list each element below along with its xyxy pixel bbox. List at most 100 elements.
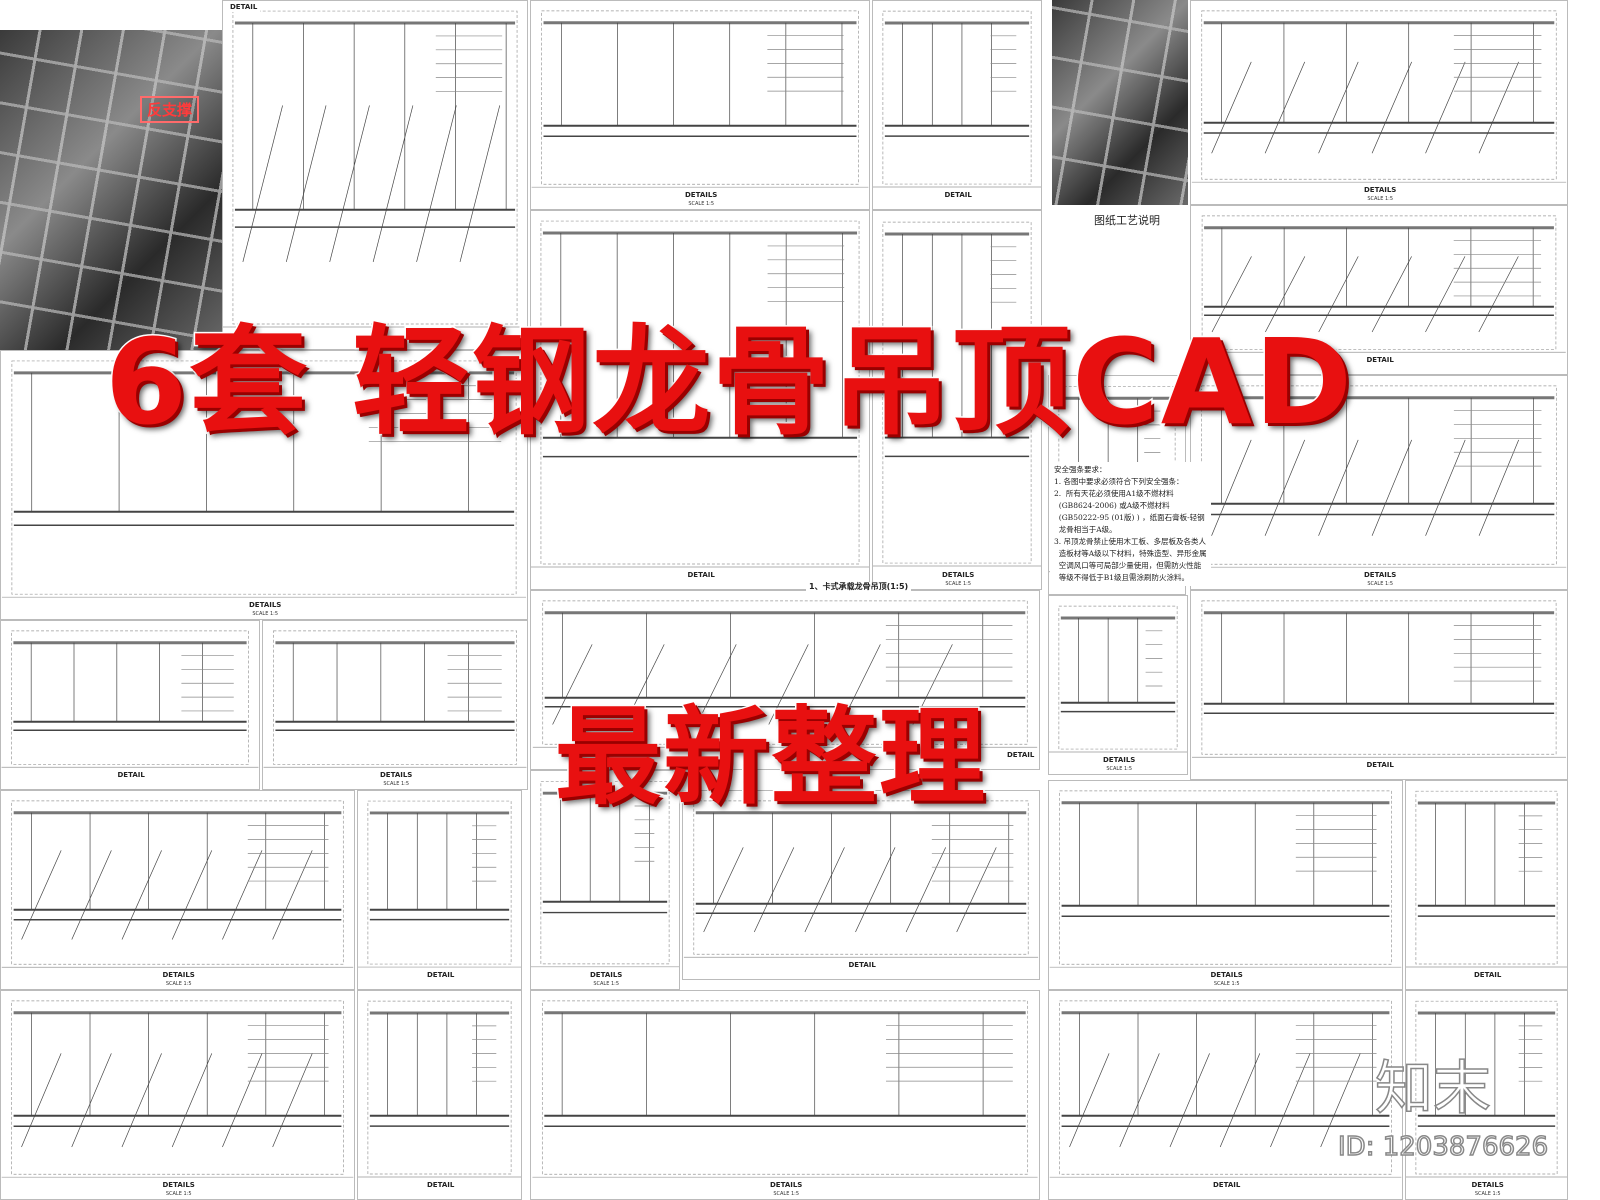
photo-label: 反支撑 <box>140 96 200 123</box>
cad-linework <box>1192 215 1566 353</box>
cad-drawing-panel: DETAIL <box>0 620 260 790</box>
panel-caption: DETAILS <box>1100 756 1139 765</box>
panel-caption: DETAILS <box>159 971 198 980</box>
cad-linework <box>358 1000 521 1178</box>
cad-linework <box>1191 10 1567 183</box>
watermark-id: ID: 1203876626 <box>1337 1132 1549 1162</box>
panel-scale: SCALE 1:5 <box>1367 581 1394 588</box>
cad-linework <box>1049 605 1187 753</box>
cad-linework <box>1406 1000 1567 1178</box>
panel-caption-group: DETAIL <box>424 971 458 980</box>
headline-main: 6套 轻钢龙骨吊顶CAD <box>103 313 1355 451</box>
panel-scale: SCALE 1:5 <box>252 611 279 618</box>
cad-drawing-panel: DETAIL <box>357 790 522 990</box>
cad-linework <box>683 800 1039 958</box>
panel-caption: DETAIL <box>227 3 261 12</box>
panel-caption-group: DETAIL <box>845 961 879 970</box>
panel-scale: SCALE 1:5 <box>165 1191 192 1198</box>
cad-linework <box>531 220 869 568</box>
cad-drawing-panel: DETAIL <box>530 590 1040 770</box>
panel-scale: SCALE 1:5 <box>1213 981 1240 988</box>
cad-linework <box>531 780 679 968</box>
panel-caption-group: DETAIL <box>941 191 975 200</box>
cad-linework <box>873 221 1041 567</box>
panel-scale: SCALE 1:5 <box>1474 1191 1501 1198</box>
panel-scale: SCALE 1:5 <box>688 201 715 208</box>
panel-caption: DETAILS <box>767 1181 806 1190</box>
cad-drawing-panel: DETAIL <box>222 0 528 350</box>
panel-caption: DETAIL <box>845 961 879 970</box>
cad-linework <box>358 800 521 968</box>
cad-linework <box>1 800 354 968</box>
panel-caption: DETAIL <box>1210 1181 1244 1190</box>
panel-caption: DETAIL <box>1363 356 1397 365</box>
panel-caption: DETAIL <box>1004 751 1038 760</box>
panel-caption: DETAILS <box>246 601 285 610</box>
panel-caption: DETAILS <box>1361 186 1400 195</box>
panel-caption: DETAILS <box>1361 571 1400 580</box>
cad-linework <box>532 600 1038 748</box>
panel-caption-group: DETAIL <box>227 3 261 12</box>
panel-scale: SCALE 1:5 <box>1106 766 1133 773</box>
panel-caption: DETAILS <box>587 971 626 980</box>
cad-drawing-panel: DETAIL <box>357 990 522 1200</box>
cad-drawing-panel: DETAIL <box>530 210 870 590</box>
panel-caption-group: DETAIL <box>1210 1181 1244 1190</box>
cad-linework <box>1 360 527 598</box>
cad-linework <box>1191 385 1567 568</box>
cad-linework <box>1 630 259 768</box>
notes-title: 图纸工艺说明 <box>1090 212 1164 230</box>
panel-caption-group: DETAIL <box>424 1181 458 1190</box>
panel-caption-group: DETAIL <box>1004 751 1038 760</box>
cad-drawing-panel: DETAIL <box>1190 205 1568 375</box>
cad-linework <box>1406 790 1567 968</box>
panel-caption: DETAILS <box>682 191 721 200</box>
cad-linework <box>1049 790 1402 968</box>
panel-caption: DETAIL <box>684 571 718 580</box>
panel-caption: DETAILS <box>939 571 978 580</box>
panel-caption: DETAIL <box>114 771 148 780</box>
panel-caption-group: DETAIL <box>1471 971 1505 980</box>
cad-linework <box>1049 1000 1402 1178</box>
notes-text: 安全强条要求： 1. 各图中要求必须符合下列安全强条： 2. 所有天花必须使用A… <box>1050 462 1211 586</box>
panel-caption-group: DETAIL <box>114 771 148 780</box>
cad-linework <box>532 1000 1038 1178</box>
cad-linework <box>223 10 527 328</box>
panel-caption-group: DETAIL <box>684 571 718 580</box>
panel-scale: SCALE 1:5 <box>773 1191 800 1198</box>
cad-linework <box>1 1000 354 1178</box>
panel-scale: SCALE 1:5 <box>1367 196 1394 203</box>
panel-caption: DETAIL <box>1471 971 1505 980</box>
cad-drawing-panel: DETAIL <box>1190 590 1568 780</box>
panel-caption-group: DETAIL <box>1363 761 1397 770</box>
cad-linework <box>531 10 869 188</box>
cad-drawing-panel: DETAIL <box>1048 990 1403 1200</box>
panel-scale: SCALE 1:5 <box>165 981 192 988</box>
panel-scale: SCALE 1:5 <box>383 781 410 788</box>
panel-caption: DETAILS <box>377 771 416 780</box>
caption-card-ceiling: 1、卡式承载龙骨吊顶(1:5) <box>806 582 912 592</box>
